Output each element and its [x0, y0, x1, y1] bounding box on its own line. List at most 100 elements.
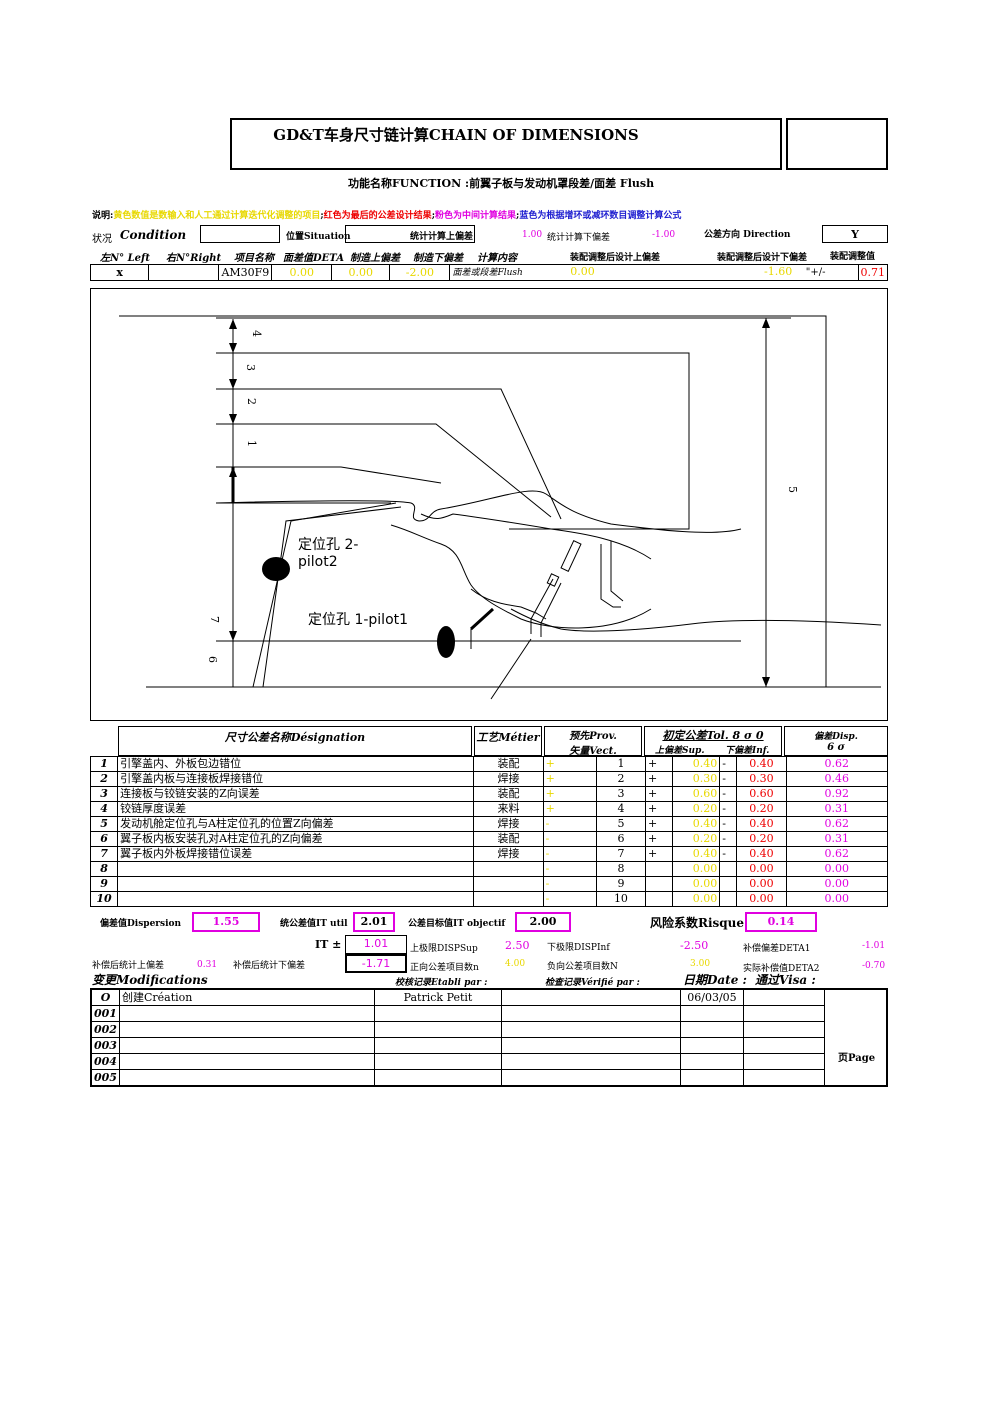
- mod-verifie[interactable]: [500, 1021, 681, 1038]
- mod-date[interactable]: [679, 1005, 744, 1022]
- value-project[interactable]: AM30F9: [218, 264, 273, 281]
- row-sign[interactable]: -: [542, 861, 597, 877]
- row-designation[interactable]: 发动机舱定位孔与A柱定位孔的位置Z向偏差: [117, 816, 475, 832]
- row-designation[interactable]: [117, 891, 475, 907]
- mod-etabli[interactable]: [373, 1037, 502, 1054]
- row-sup[interactable]: 0.00: [672, 876, 721, 892]
- legend-sep: ;: [320, 211, 324, 221]
- row-metier[interactable]: 装配: [473, 786, 544, 802]
- it-pm-value1: 1.01: [345, 935, 407, 954]
- row-sign[interactable]: -: [542, 816, 597, 832]
- row-plus-sign: +: [645, 831, 674, 847]
- value-left[interactable]: x: [89, 264, 150, 281]
- row-sup[interactable]: 0.60: [672, 786, 721, 802]
- mod-verifie[interactable]: [500, 1005, 681, 1022]
- mod-etabli[interactable]: [373, 1005, 502, 1022]
- row-minus-sign: -: [719, 846, 738, 862]
- mod-visa[interactable]: [742, 1021, 825, 1038]
- row-metier[interactable]: 焊接: [473, 816, 544, 832]
- row-sign[interactable]: +: [542, 801, 597, 817]
- row-metier[interactable]: 焊接: [473, 846, 544, 862]
- mod-text[interactable]: [118, 1005, 375, 1022]
- row-metier[interactable]: [473, 861, 544, 877]
- value-right[interactable]: [148, 264, 220, 281]
- stat-lower-label: 统计计算下偏差: [547, 233, 611, 243]
- mod-date[interactable]: [679, 1037, 744, 1054]
- direction-box[interactable]: Y: [822, 225, 888, 243]
- mod-text[interactable]: [118, 1021, 375, 1038]
- value-mfg-lower[interactable]: -2.00: [389, 264, 451, 281]
- dim-6: 6: [206, 656, 219, 663]
- mod-text[interactable]: 创建Création: [118, 988, 375, 1006]
- row-designation[interactable]: [117, 861, 475, 877]
- mod-visa[interactable]: [742, 1005, 825, 1022]
- mod-date[interactable]: 06/03/05: [679, 988, 744, 1006]
- mod-etabli[interactable]: [373, 1053, 502, 1070]
- row-sup[interactable]: 0.20: [672, 831, 721, 847]
- row-sup[interactable]: 0.00: [672, 891, 721, 907]
- mod-visa[interactable]: [742, 1053, 825, 1070]
- mod-visa[interactable]: [742, 1069, 825, 1087]
- mod-verifie[interactable]: [500, 988, 681, 1006]
- mod-text[interactable]: [118, 1069, 375, 1087]
- row-designation[interactable]: 连接板与铰链安装的Z向误差: [117, 786, 475, 802]
- mod-etabli[interactable]: [373, 1021, 502, 1038]
- row-inf: 0.00: [736, 876, 787, 892]
- row-metier[interactable]: 装配: [473, 831, 544, 847]
- direction-value: Y: [851, 228, 859, 241]
- row-sign[interactable]: -: [542, 846, 597, 862]
- condition-input[interactable]: [200, 225, 280, 243]
- row-sign[interactable]: -: [542, 876, 597, 892]
- deta1-value: -1.01: [862, 941, 886, 951]
- row-designation[interactable]: 翼子板内板安装孔对A柱定位孔的Z向偏差: [117, 831, 475, 847]
- it-obj-value[interactable]: 2.00: [515, 912, 571, 932]
- row-number: 10: [89, 891, 119, 907]
- row-sup[interactable]: 0.40: [672, 846, 721, 862]
- row-designation[interactable]: 引擎盖内板与连接板焊接错位: [117, 771, 475, 787]
- h-disp2: 6 σ: [827, 742, 845, 753]
- row-sup[interactable]: 0.40: [672, 816, 721, 832]
- mod-verifie[interactable]: [500, 1069, 681, 1087]
- row-sup[interactable]: 0.20: [672, 801, 721, 817]
- row-sup[interactable]: 0.30: [672, 771, 721, 787]
- mod-etabli[interactable]: Patrick Petit: [373, 988, 502, 1006]
- dim-4: 4: [250, 330, 263, 337]
- mod-text[interactable]: [118, 1037, 375, 1054]
- mod-visa[interactable]: [742, 988, 825, 1006]
- row-sup[interactable]: 0.40: [672, 756, 721, 772]
- row-metier[interactable]: [473, 891, 544, 907]
- mod-verifie[interactable]: [500, 1037, 681, 1054]
- row-designation[interactable]: 翼子板内外板焊接错位误差: [117, 846, 475, 862]
- value-mfg-upper[interactable]: 0.00: [331, 264, 391, 281]
- mod-row: 001: [90, 1005, 887, 1022]
- row-designation[interactable]: 铰链厚度误差: [117, 801, 475, 817]
- row-designation[interactable]: 引擎盖内、外板包边错位: [117, 756, 475, 772]
- row-sign[interactable]: -: [542, 831, 597, 847]
- mod-verifie[interactable]: [500, 1053, 681, 1070]
- row-metier[interactable]: 来料: [473, 801, 544, 817]
- h-inf: 下偏差Inf.: [725, 746, 770, 756]
- mod-date[interactable]: [679, 1021, 744, 1038]
- mod-date[interactable]: [679, 1053, 744, 1070]
- row-sign[interactable]: -: [542, 891, 597, 907]
- row-plus-sign: +: [645, 756, 674, 772]
- situation-input[interactable]: [345, 225, 475, 243]
- row-sign[interactable]: +: [542, 786, 597, 802]
- mod-date[interactable]: [679, 1069, 744, 1087]
- row-sup[interactable]: 0.00: [672, 861, 721, 877]
- row-sign[interactable]: +: [542, 771, 597, 787]
- row-metier[interactable]: 焊接: [473, 771, 544, 787]
- value-deta[interactable]: 0.00: [271, 264, 333, 281]
- row-metier[interactable]: 装配: [473, 756, 544, 772]
- row-sign[interactable]: +: [542, 756, 597, 772]
- row-metier[interactable]: [473, 876, 544, 892]
- mod-etabli[interactable]: [373, 1069, 502, 1087]
- row-plus-sign: +: [645, 846, 674, 862]
- row-disp: 0.62: [785, 816, 889, 832]
- value-asm-value[interactable]: 0.71: [857, 264, 888, 281]
- risque-value: 0.14: [745, 912, 817, 932]
- mod-visa[interactable]: [742, 1037, 825, 1054]
- row-designation[interactable]: [117, 876, 475, 892]
- mod-text[interactable]: [118, 1053, 375, 1070]
